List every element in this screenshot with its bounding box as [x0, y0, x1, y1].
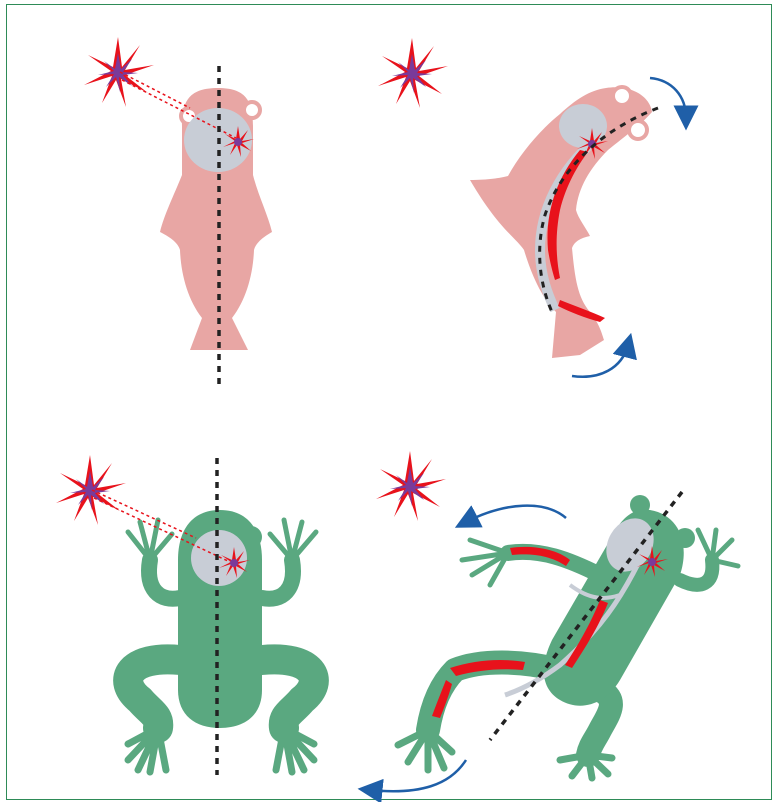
flash-star-icon: [84, 37, 154, 107]
mauthner-cell-region: [559, 104, 607, 148]
frog-escape-panel: [370, 451, 738, 791]
fish-eye-right: [244, 102, 260, 118]
flash-star-icon: [376, 451, 446, 521]
flash-star-icon: [378, 38, 448, 108]
curved-arrow-icon: [466, 506, 566, 522]
curved-arrow-icon: [370, 760, 466, 791]
fish-eye-top: [613, 87, 631, 105]
curved-arrow-icon: [650, 78, 686, 118]
fish-resting-panel: [84, 37, 272, 385]
fish-escape-panel: [378, 38, 686, 377]
fish-eye-bottom: [629, 121, 647, 139]
flash-star-icon: [56, 455, 126, 525]
frog-resting-panel: [56, 455, 316, 775]
